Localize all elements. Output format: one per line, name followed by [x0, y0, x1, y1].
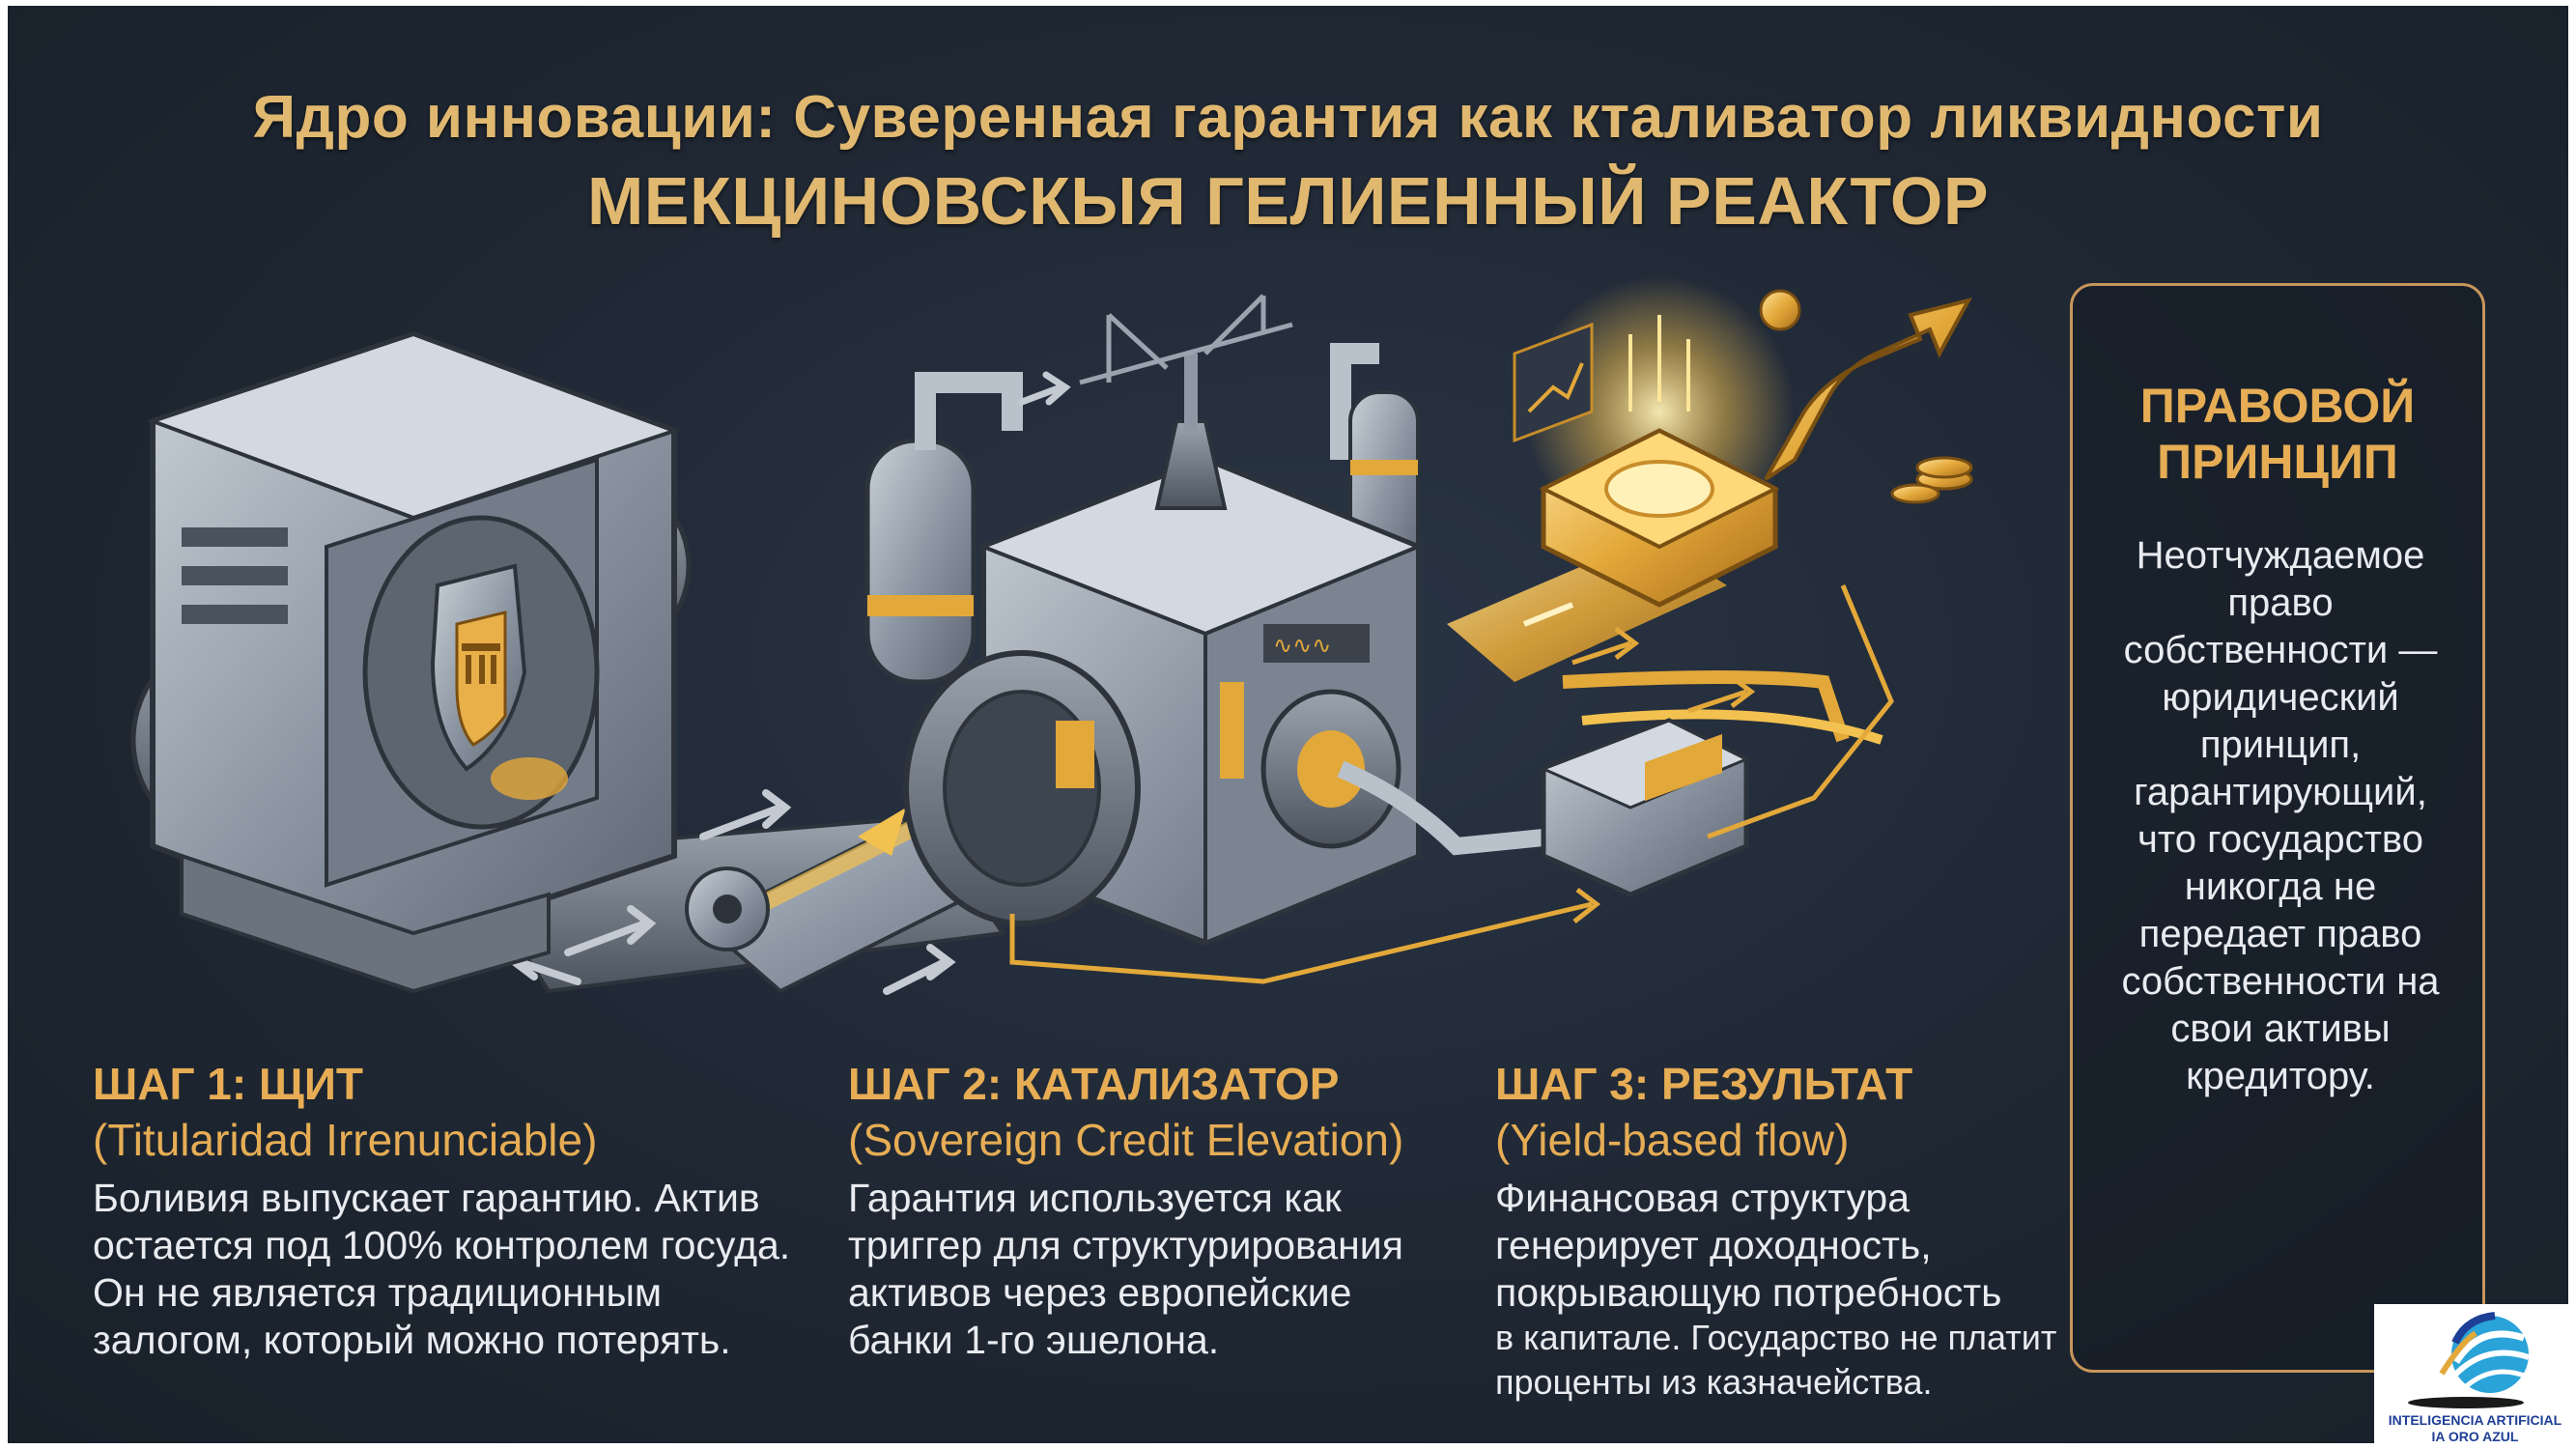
panel-body-line: свои активы [2170, 1008, 2391, 1050]
panel-body-line: кредитору. [2186, 1055, 2375, 1097]
step1-body: Боливия выпускает гарантию. Актив остает… [93, 1175, 790, 1364]
step3-title: ШАГ 3: РЕЗУЛЬТАТ [1495, 1059, 1913, 1109]
gold-circuit-lines [1009, 584, 1894, 984]
panel-title-line: ПРАВОВОЙ [2139, 379, 2416, 433]
step1-title: ШАГ 1: ЩИТ [93, 1059, 364, 1109]
panel-body-line: собственности на [2121, 960, 2440, 1003]
arrow-up-icon [1764, 297, 1972, 481]
panel-title: ПРАВОВОЙ ПРИНЦИП [2073, 378, 2482, 490]
step1-title-block: ШАГ 1: ЩИТ (Titularidad Irrenunciable) [93, 1056, 597, 1168]
page-title: Ядро инновации: Суверенная гарантия как … [252, 84, 2324, 151]
panel-body-line: право [2227, 582, 2334, 624]
infographic-frame: Ядро инновации: Суверенная гарантия как … [8, 6, 2568, 1443]
step2-line: триггер для структурирования [848, 1223, 1403, 1267]
shield-vault-machine [130, 330, 692, 994]
panel-body-line: гарантирующий, [2134, 771, 2427, 813]
step2-title-block: ШАГ 2: КАТАЛИЗАТОР (Sovereign Credit Ele… [848, 1056, 1403, 1168]
panel-body-line: что государство [2137, 818, 2423, 861]
step3-body-small: в капитале. Государство не платит процен… [1495, 1316, 2056, 1405]
step3-line: проценты из казначейства. [1495, 1362, 1933, 1402]
step2-body: Гарантия используется как триггер для ст… [848, 1175, 1403, 1364]
step1-line: остается под 100% контролем госуда. [93, 1223, 791, 1267]
step2-line: банки 1-го эшелона. [848, 1318, 1220, 1362]
step2-line: активов через европейские [848, 1270, 1352, 1315]
panel-body-line: передает право [2138, 913, 2422, 955]
logo-line2: IA ORO AZUL [2431, 1429, 2519, 1444]
step1-line: Он не является традиционным [93, 1270, 663, 1315]
step2-title: ШАГ 2: КАТАЛИЗАТОР [848, 1059, 1340, 1109]
step2-line: Гарантия используется как [848, 1176, 1342, 1220]
globe-logo-icon [2408, 1312, 2530, 1408]
panel-body-line: никогда не [2184, 866, 2377, 908]
reactor-icon: ∿∿∿ [864, 294, 1424, 947]
step3-line: покрывающую потребность [1495, 1270, 2002, 1315]
coin-icon [1759, 289, 1973, 504]
bridge-icon [1079, 294, 1293, 385]
panel-body-line: собственности — [2123, 629, 2438, 671]
gold-chip-icon [1524, 276, 1795, 608]
logo: INTELIGENCIA ARTIFICIAL IA ORO AZUL [2374, 1304, 2576, 1449]
legal-principle-panel: ПРАВОВОЙ ПРИНЦИП Неотчуждаемое право соб… [2070, 283, 2485, 1373]
chart-panel [1513, 322, 1594, 443]
pipe [1337, 760, 1554, 856]
step3-title-block: ШАГ 3: РЕЗУЛЬТАТ (Yield-based flow) [1495, 1056, 1912, 1168]
step1-line: залогом, который можно потерять. [93, 1318, 731, 1362]
svg-text:∿∿∿: ∿∿∿ [1273, 632, 1331, 659]
gear-icon [685, 867, 770, 952]
panel-body-line: Неотчуждаемое [2136, 534, 2425, 577]
panel-body-line: принцип, [2199, 724, 2362, 766]
step3-line: генерирует доходность, [1495, 1223, 1932, 1267]
step3-body: Финансовая структура генерирует доходнос… [1495, 1175, 2002, 1317]
panel-body: Неотчуждаемое право собственности — юрид… [2092, 532, 2469, 1100]
step1-line: Боливия выпускает гарантию. Актив [93, 1176, 760, 1220]
step2-subtitle: (Sovereign Credit Elevation) [848, 1115, 1404, 1165]
page-subtitle: МЕКЦИНОВСКЫЯ ГЕЛИЕННЫЙ РЕАКТОР [586, 163, 1990, 239]
panel-title-line: ПРИНЦИП [2157, 435, 2398, 489]
logo-line1: INTELIGENCIA ARTIFICIAL [2388, 1412, 2562, 1428]
step3-line: Финансовая структура [1495, 1176, 1911, 1220]
step3-line: в капитале. Государство не платит [1495, 1318, 2057, 1357]
step1-subtitle: (Titularidad Irrenunciable) [93, 1115, 598, 1165]
panel-body-line: юридический [2162, 676, 2399, 719]
module-box [1540, 718, 1750, 897]
step3-subtitle: (Yield-based flow) [1495, 1115, 1850, 1165]
reactor-illustration: ∿∿∿ [130, 276, 1973, 995]
